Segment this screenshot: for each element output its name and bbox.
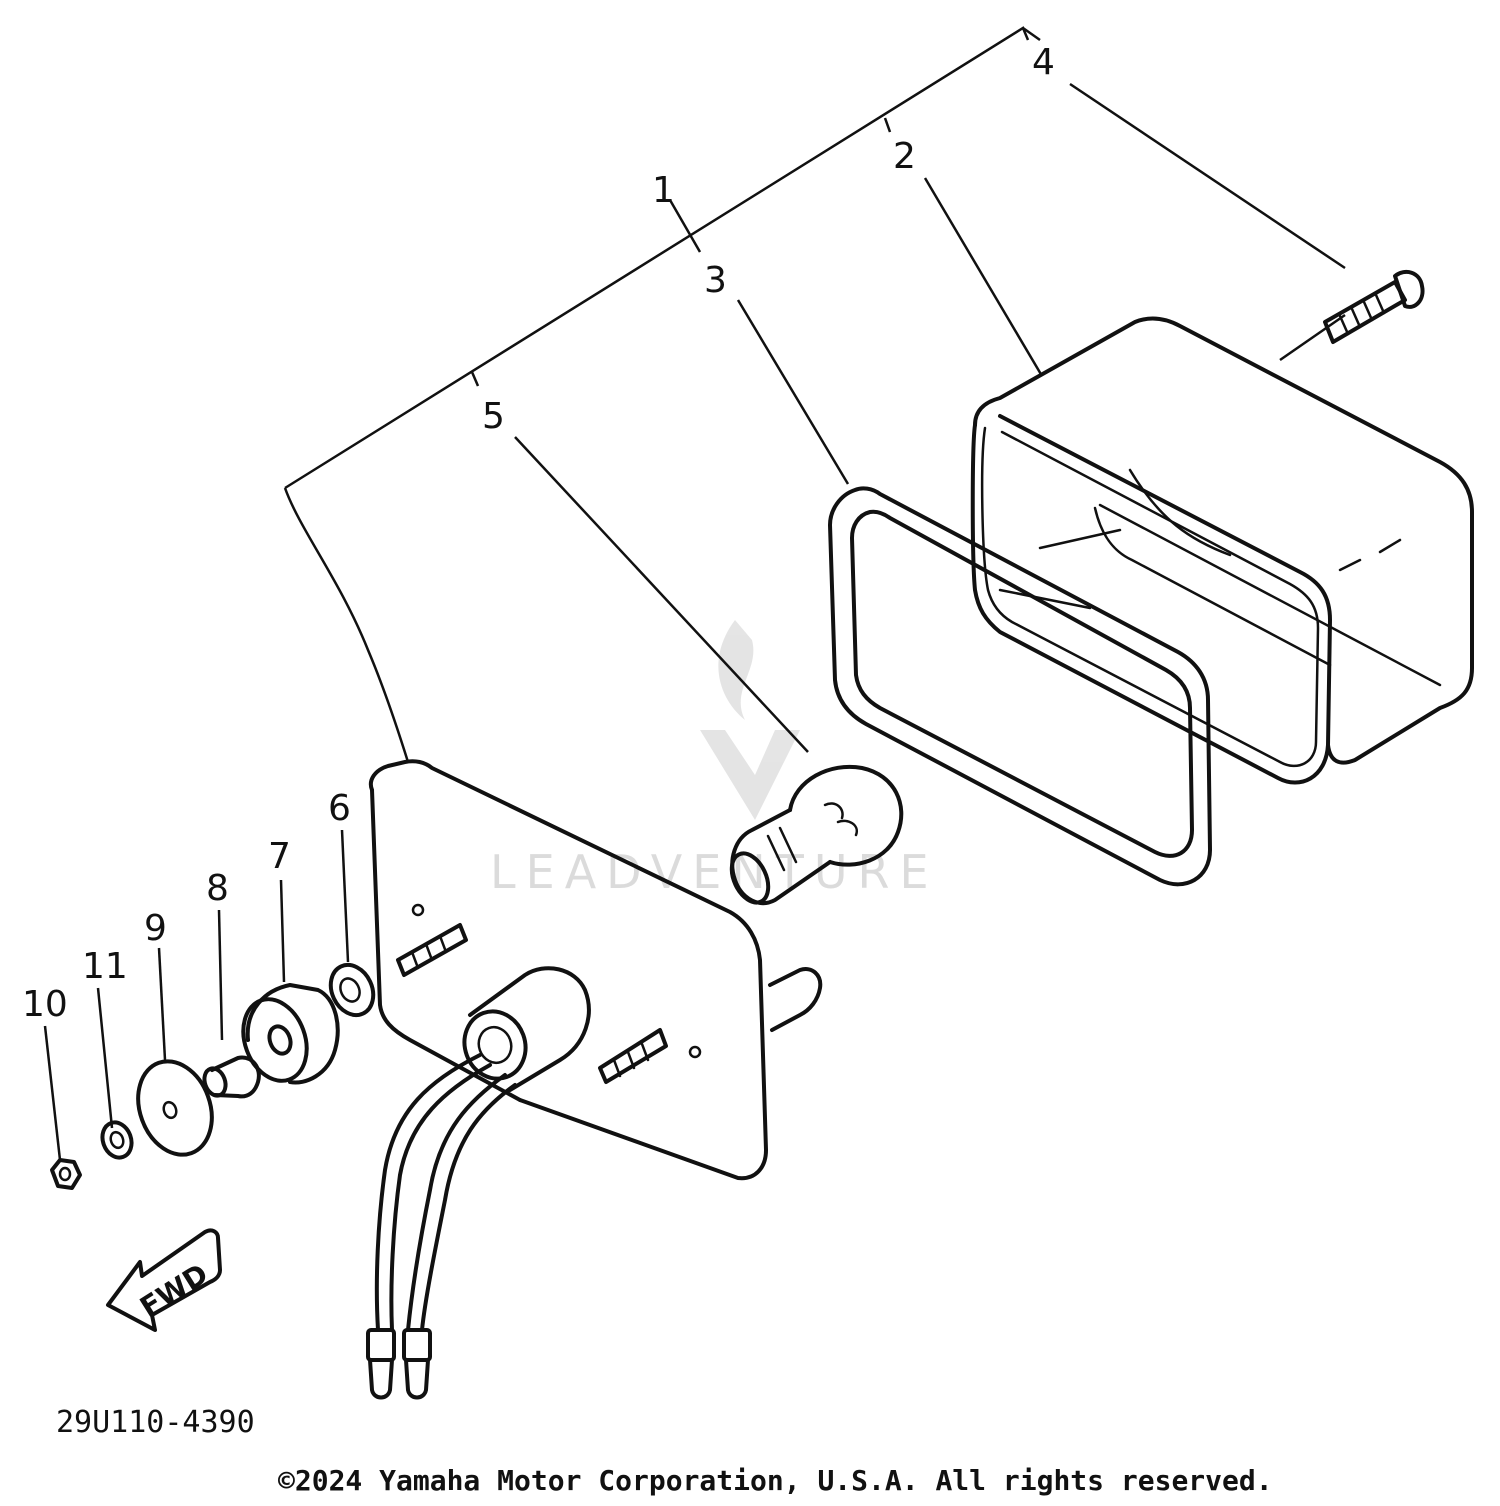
forward-direction-arrow: FWD [106,1228,222,1332]
diagram-code: 29U110-4390 [56,1405,255,1440]
callout-3: 3 [704,260,727,301]
plate-washer [136,1059,214,1157]
washer [328,962,376,1018]
lock-washer [100,1120,134,1160]
nut [50,1158,82,1190]
callout-6: 6 [328,788,351,829]
copyright-notice: ©2024 Yamaha Motor Corporation, U.S.A. A… [278,1464,1273,1497]
callout-11: 11 [82,946,128,987]
callout-10: 10 [22,984,68,1025]
assembly-bracket [283,26,1041,763]
watermark: LEADVENTURE [490,620,939,899]
grommet [241,983,340,1085]
base-plate [368,759,823,1181]
collar [202,1055,261,1099]
screw [1323,269,1425,344]
callout-9: 9 [144,908,167,949]
bulb [729,764,904,906]
callout-7: 7 [268,836,291,877]
leader-lines [43,82,1346,1161]
gasket [828,486,1212,887]
callout-5: 5 [482,396,505,437]
callout-2: 2 [893,136,916,177]
callout-1: 1 [652,170,675,211]
callout-labels: 4 2 1 3 5 6 7 8 9 11 10 [22,42,1055,1025]
callout-8: 8 [206,868,229,909]
wire-harness [366,1053,517,1400]
callout-4: 4 [1032,42,1055,83]
fwd-label: FWD [134,1257,214,1324]
watermark-text: LEADVENTURE [490,845,939,899]
lens-housing [970,316,1474,785]
